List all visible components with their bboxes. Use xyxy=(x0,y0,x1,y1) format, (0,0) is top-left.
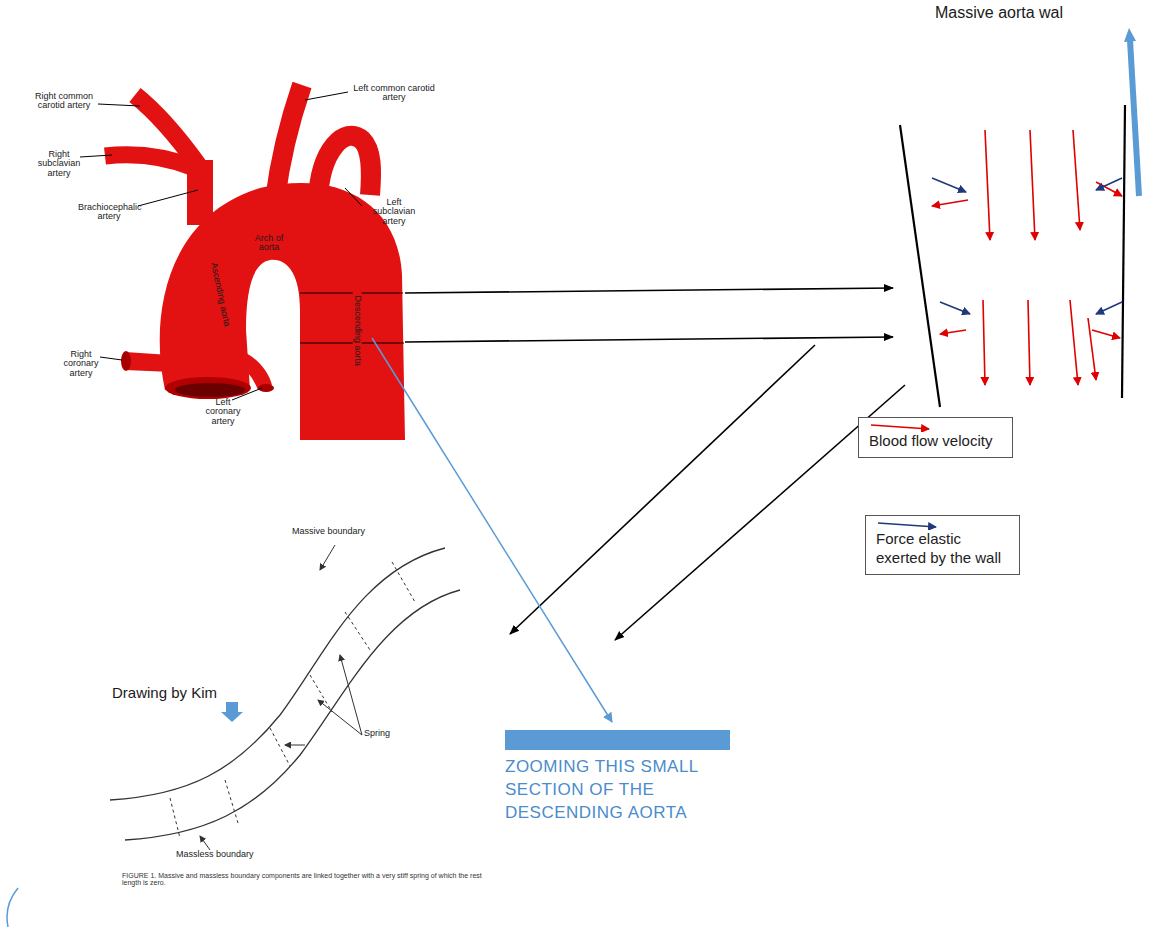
legend-box: Force elastic exerted by the wall xyxy=(865,515,1020,575)
blue-bar xyxy=(505,730,730,750)
boundary-label: Massless boundary xyxy=(176,850,286,859)
leader-lines xyxy=(80,92,362,400)
legend-box: Blood flow velocity xyxy=(858,417,1013,458)
part-label: Arch of aorta xyxy=(244,234,294,253)
part-label: Left coronary artery xyxy=(200,398,246,426)
part-label: Left subclavian artery xyxy=(364,198,424,226)
legend-text: Force elastic exerted by the wall xyxy=(876,530,1009,568)
boundary-label: Massive boundary xyxy=(292,527,382,536)
zoomed-section xyxy=(900,28,1139,407)
wall-label: Massive aorta wal xyxy=(935,5,1150,22)
aorta-drawing xyxy=(105,85,405,440)
legend-sample xyxy=(869,422,949,432)
part-label: Brachiocephalic artery xyxy=(78,203,140,222)
part-label: Left common carotid artery xyxy=(348,84,440,103)
part-label: Right common carotid artery xyxy=(28,92,100,111)
zoom-arrows xyxy=(405,288,905,640)
part-label: Right subclavian artery xyxy=(36,150,82,178)
figure-caption: FIGURE 1. Massive and massless boundary … xyxy=(122,872,482,887)
spring-figure xyxy=(110,545,460,850)
author-note: Drawing by Kim xyxy=(112,685,262,701)
legend-sample xyxy=(876,520,956,530)
spring-label: Spring xyxy=(364,729,414,738)
zoom-note: ZOOMING THIS SMALL SECTION OF THE DESCEN… xyxy=(505,756,730,825)
edge-curve xyxy=(7,888,18,927)
pointer-line xyxy=(372,338,612,722)
part-label: Descending aorta xyxy=(352,274,361,388)
part-label: Right coronary artery xyxy=(60,350,102,378)
down-arrow xyxy=(221,702,243,722)
legend-text: Blood flow velocity xyxy=(869,432,1002,451)
